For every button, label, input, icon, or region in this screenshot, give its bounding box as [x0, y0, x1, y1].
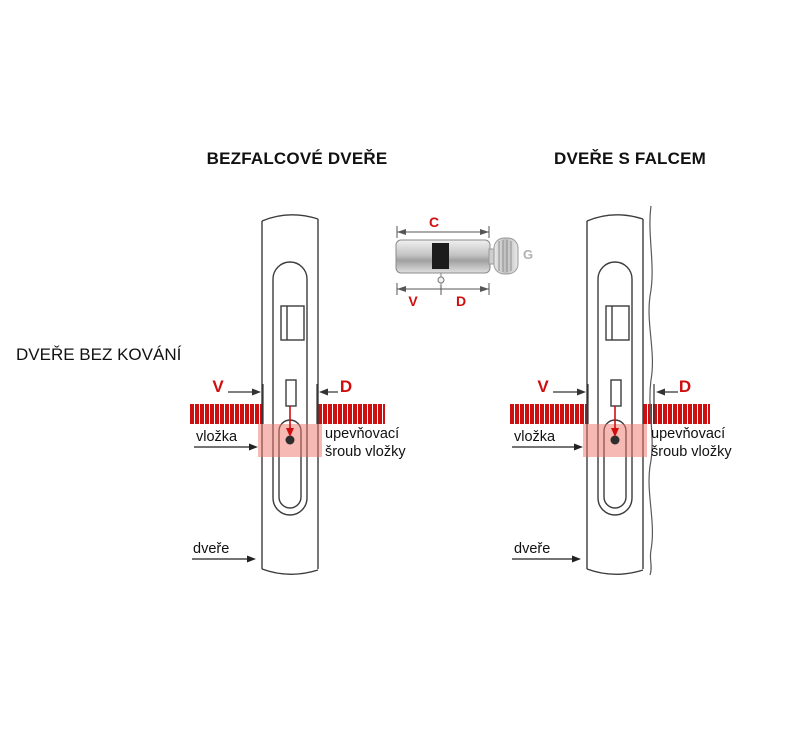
title-dvere-s-falcem: DVEŘE S FALCEM — [553, 149, 707, 168]
left-latch-opening — [280, 305, 305, 341]
cylinder-dim-c-line — [396, 226, 490, 238]
cylinder-illustration — [395, 226, 519, 295]
right-screw-label: upevňovací šroub vložky — [651, 425, 732, 461]
cylinder-knob-g-label: G — [523, 247, 534, 262]
left-vlozka-label: vložka — [196, 429, 238, 445]
right-door-outline — [586, 205, 654, 576]
right-screw-pointer — [611, 406, 619, 437]
rebate-edge-line — [648, 205, 654, 576]
screw-label-line2: šroub vložky — [325, 444, 406, 460]
screw-label-line1: upevňovací — [325, 426, 400, 442]
left-fixing-screw — [285, 435, 295, 445]
left-dim-v-label: V — [212, 377, 224, 396]
cylinder-dim-d-label: D — [455, 293, 467, 309]
knob-knurling — [498, 240, 512, 272]
right-vlozka-label: vložka — [514, 429, 556, 445]
thumbturn-knob — [493, 237, 519, 275]
measure-ruler-left-outer — [190, 404, 262, 424]
left-dvere-label: dveře — [193, 541, 230, 557]
left-dimension-lines — [228, 384, 338, 424]
right-dim-v-label: V — [537, 377, 549, 396]
right-dim-d-label: D — [678, 377, 692, 396]
cylinder-dim-vd-line — [396, 283, 490, 295]
right-latch-opening — [605, 305, 630, 341]
right-cylinder-slot — [610, 379, 622, 407]
left-dim-d-label: D — [339, 377, 353, 396]
right-dimension-lines — [553, 384, 678, 424]
screw-label-line2: šroub vložky — [651, 444, 732, 460]
measure-ruler-left-inner — [318, 404, 385, 424]
left-screw-label: upevňovací šroub vložky — [325, 425, 406, 461]
left-door-outline — [261, 214, 319, 576]
measure-ruler-right-outer — [510, 404, 587, 424]
cylinder-dim-c-label: C — [428, 214, 440, 230]
title-bezfalcove-dvere: BEZFALCOVÉ DVEŘE — [206, 149, 388, 168]
left-screw-pointer — [286, 406, 294, 437]
label-leader-arrows — [192, 443, 583, 563]
right-dvere-label: dveře — [514, 541, 551, 557]
left-faceplate — [272, 261, 308, 516]
screw-label-line1: upevňovací — [651, 426, 726, 442]
left-cylinder-slot — [285, 379, 297, 407]
right-fixing-screw — [610, 435, 620, 445]
cylinder-dim-v-label: V — [408, 293, 418, 309]
cam-center-dot — [437, 276, 445, 284]
right-faceplate — [597, 261, 633, 516]
label-dvere-bez-kovani: DVEŘE BEZ KOVÁNÍ — [16, 345, 182, 364]
cylinder-cam — [432, 243, 449, 269]
measure-ruler-right-inner — [643, 404, 710, 424]
